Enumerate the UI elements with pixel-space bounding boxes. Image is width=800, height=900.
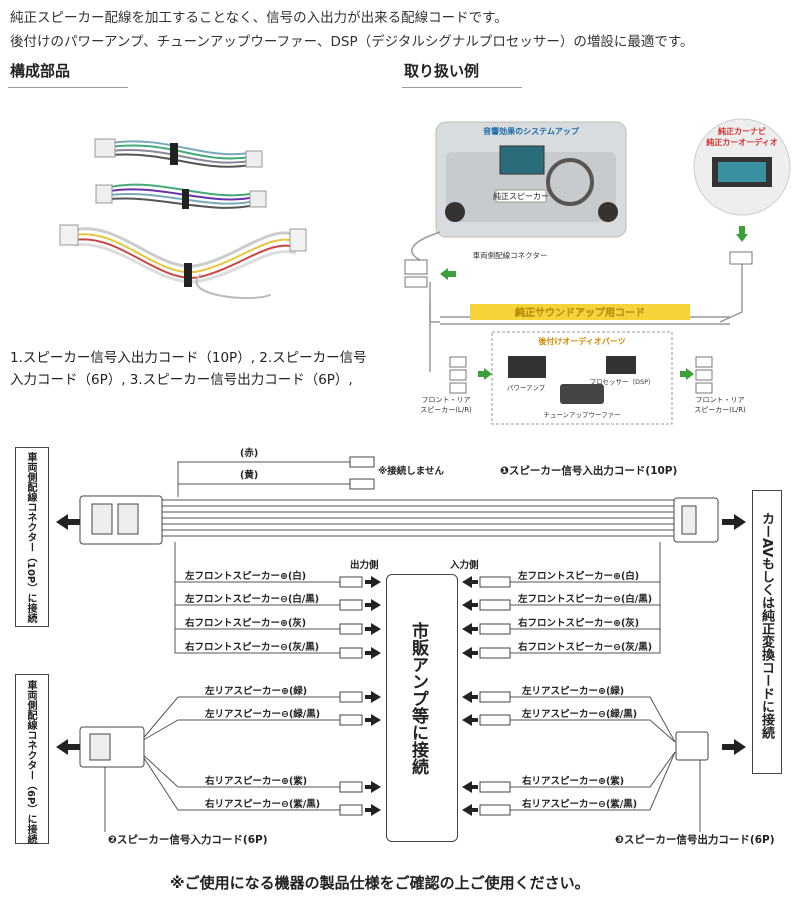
front-rear-left-label: フロント・リア: [422, 396, 471, 404]
parts-caption-line-2: 入力コード（6P）, 3.スピーカー信号出力コード（6P）,: [10, 372, 353, 388]
woofer-image: [560, 384, 604, 404]
rear-line-out-4: 右リアスピーカー⊖(紫/黒): [205, 799, 321, 810]
left-connector-10p-label: 車両側配線コネクター（10P）に接続: [25, 452, 36, 624]
intro-line-1: 純正スピーカー配線を加工することなく、信号の入出力が出来る配線コードです。: [10, 10, 508, 26]
cord1-label: ❶スピーカー信号入出力コード(10P): [500, 465, 678, 477]
left-connector-6p-box: [15, 674, 49, 844]
right-connector-label: カーAVもしくは純正変換コードに接続: [759, 512, 774, 740]
wiring-lines: [56, 456, 746, 832]
vehicle-connector-left-2: [404, 276, 428, 288]
green-arrow-icon: [736, 226, 748, 242]
left-speaker-connectors: [449, 356, 467, 394]
usage-heading: 取り扱い例: [404, 62, 480, 80]
parts-heading: 構成部品: [10, 62, 71, 80]
rear-line-out-3: 右リアスピーカー⊕(紫): [205, 776, 308, 787]
cable-bundles-photo: [59, 138, 307, 300]
cord2-label: ❷スピーカー信号入力コード(6P): [108, 834, 268, 846]
woofer-label: チューンアップウーファー: [543, 411, 620, 419]
front-rear-right-label: フロント・リア: [696, 396, 745, 404]
green-arrow-icon: [478, 368, 492, 380]
front-line-in-2: 左フロントスピーカー⊖(白/黒): [518, 594, 653, 605]
power-amp-image: [508, 356, 546, 378]
usage-heading-rule: [402, 87, 522, 88]
processor-label: プロセッサー（DSP）: [589, 378, 654, 386]
no-connect-note: ※接続しません: [378, 466, 444, 477]
speaker-lr-right-label: スピーカー(L/R): [694, 406, 746, 414]
retrofit-parts-label: 後付けオーディオパーツ: [538, 336, 625, 346]
connector-10p-left: [79, 495, 163, 545]
nav-connector: [729, 251, 753, 265]
intro-line-2: 後付けのパワーアンプ、チューンアップウーファー、DSP（デジタルシグナルプロセッ…: [10, 34, 694, 50]
front-line-out-1: 左フロントスピーカー⊕(白): [185, 571, 307, 582]
front-line-out-2: 左フロントスピーカー⊖(白/黒): [185, 594, 320, 605]
center-amp-label: 市販アンプ等に接続: [408, 622, 428, 775]
oem-audio-label: 純正カーオーディオ: [706, 137, 777, 147]
signal-arrows: [56, 514, 746, 816]
front-line-out-4: 右フロントスピーカー⊖(灰/黒): [185, 642, 320, 653]
front-line-in-3: 右フロントスピーカー⊕(灰): [518, 618, 640, 629]
front-line-in-1: 左フロントスピーカー⊕(白): [518, 571, 640, 582]
rear-line-in-1: 左リアスピーカー⊕(緑): [522, 686, 625, 697]
output-side-label: 出力側: [350, 560, 379, 571]
parts-heading-rule: [8, 87, 128, 88]
rear-line-out-1: 左リアスピーカー⊕(緑): [205, 686, 308, 697]
wiring-diagram: 車両側配線コネクター（10P）に接続 車両側配線コネクター（6P）に接続 カーA…: [10, 442, 790, 862]
rear-line-in-2: 左リアスピーカー⊖(緑/黒): [522, 709, 638, 720]
rear-line-in-3: 右リアスピーカー⊕(紫): [522, 776, 625, 787]
vehicle-connector-left: [404, 259, 428, 275]
green-arrow-icon: [680, 368, 694, 380]
red-wire-label: (赤): [240, 448, 259, 459]
usage-example-illustration: 音響効果のシステムアップ 純正スピーカー 純正カーナビ 純正カーオーディオ 車両…: [404, 118, 791, 425]
oem-navi-circle: [693, 118, 791, 216]
oem-navi-label: 純正カーナビ: [718, 126, 766, 136]
cord-title: 純正サウンドアップ用コード: [515, 306, 645, 319]
car-interior: [435, 121, 627, 238]
footer-note: ※ご使用になる機器の製品仕様をご確認の上ご使用ください。: [170, 874, 590, 892]
cable-bundle-6p-a: [95, 183, 267, 209]
yellow-wire-label: (黄): [240, 470, 259, 481]
green-arrow-icon: [440, 268, 456, 280]
sound-system-up-label: 音響効果のシステムアップ: [483, 126, 580, 136]
speaker-lr-left-label: スピーカー(L/R): [420, 406, 472, 414]
oem-speaker-label: 純正スピーカー: [493, 191, 549, 201]
left-connector-10p-box: [15, 447, 49, 627]
vehicle-connector-label: 車両側配線コネクター: [473, 250, 548, 260]
cable-bundle-10p: [94, 138, 263, 168]
right-connector-box: [752, 490, 782, 774]
rear-line-in-4: 右リアスピーカー⊖(紫/黒): [522, 799, 638, 810]
cord-banner: [470, 304, 690, 320]
connector-6p-left: [79, 726, 145, 768]
processor-image: [606, 356, 636, 374]
power-amp-label: パワーアンプ: [507, 384, 546, 392]
input-side-label: 入力側: [450, 560, 479, 571]
connector-10p-right: [673, 497, 719, 543]
front-line-out-3: 右フロントスピーカー⊕(灰): [185, 618, 307, 629]
center-amp-box: [386, 574, 458, 842]
left-connector-6p-label: 車両側配線コネクター（6P）に接続: [25, 680, 36, 845]
cable-bundle-6p-b: [59, 224, 307, 300]
front-line-in-4: 右フロントスピーカー⊖(灰/黒): [518, 642, 653, 653]
parts-caption-line-1: 1.スピーカー信号入出力コード（10P）, 2.スピーカー信号: [10, 350, 367, 366]
terminals: [339, 456, 511, 816]
connector-6p-right: [675, 731, 709, 761]
rear-line-out-2: 左リアスピーカー⊖(緑/黒): [205, 709, 321, 720]
right-speaker-connectors: [695, 356, 713, 394]
cord3-label: ❸スピーカー信号出力コード(6P): [615, 834, 775, 846]
